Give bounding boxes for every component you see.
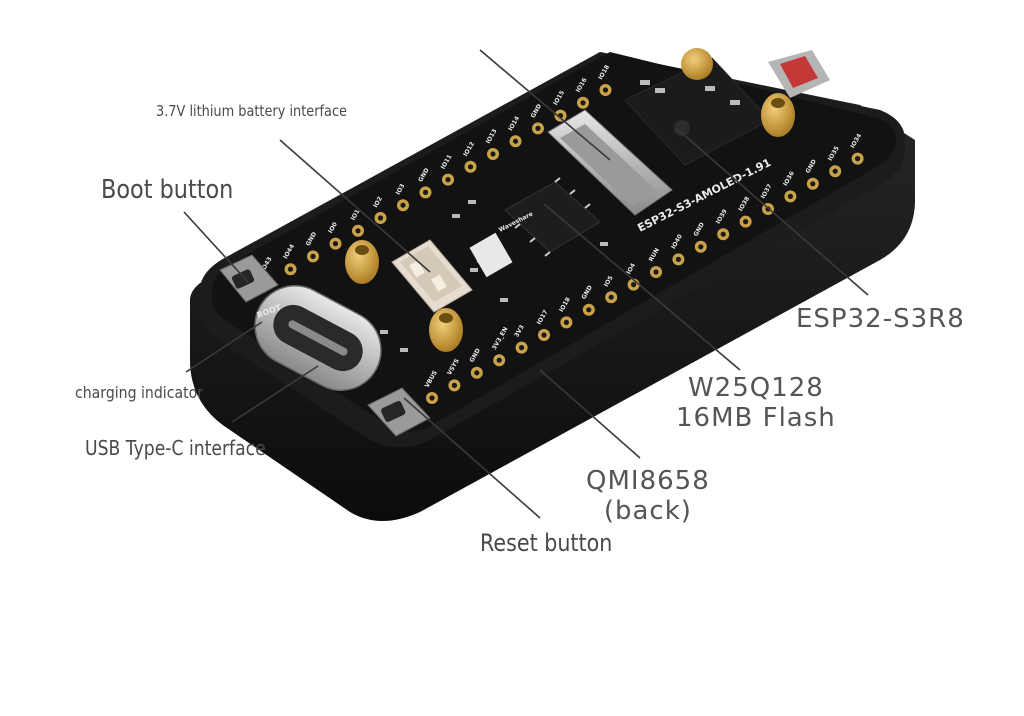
svg-text:W: W — [475, 253, 493, 272]
bottom-header-pad-hole — [519, 345, 525, 351]
bottom-header-pad-hole — [787, 193, 794, 199]
top-header-pad-hole — [400, 202, 406, 208]
charging-indicator-label: charging indicator — [75, 383, 203, 402]
bottom-pin-header — [426, 152, 864, 404]
top-header-pad-hole — [467, 164, 474, 170]
bottom-header-pad-hole — [429, 395, 435, 401]
reset-button-switch — [367, 387, 431, 437]
top-header-pad-hole — [445, 177, 451, 183]
battery-interface-label: 3.7V lithium battery interface — [156, 102, 347, 120]
waveshare-logo: W — [469, 232, 513, 278]
top-header-pad-hole — [377, 215, 384, 221]
leader-line-flash — [543, 203, 741, 371]
top-header-pin-label: IO1 — [350, 208, 362, 221]
bottom-header-pad-hole — [653, 269, 659, 275]
bottom-header-pad-hole — [451, 382, 457, 388]
bottom-header-pad-hole — [810, 181, 816, 187]
bottom-header-pad-hole — [608, 294, 614, 300]
leader-line-qmi — [539, 369, 641, 459]
bottom-header-pad-hole — [631, 282, 637, 288]
bottom-header-pad-hole — [720, 231, 726, 237]
espressif-logo-icon — [674, 120, 690, 136]
top-header-pad-hole — [535, 125, 541, 131]
top-header-pad-hole — [602, 87, 609, 93]
top-header-pad-hole — [422, 189, 429, 195]
top-header-pad-hole — [332, 241, 339, 247]
usb-c-port — [254, 285, 382, 391]
bottom-header-pad-hole — [855, 156, 861, 162]
top-header-pad-hole — [310, 253, 316, 259]
brass-standoffs — [345, 48, 795, 352]
bottom-header-pad-hole — [563, 319, 570, 325]
qmi8658-label: QMI8658 (back) — [586, 466, 710, 527]
flash-chip — [504, 177, 601, 257]
bottom-header-pad-hole — [474, 370, 480, 376]
flash-label-line2: 16MB Flash — [676, 402, 836, 433]
bottom-header-pad-hole — [832, 168, 838, 174]
top-header-pad-hole — [490, 151, 496, 157]
top-header-pin-label: IO3 — [395, 183, 407, 196]
display-connector — [547, 109, 673, 216]
leader-line-usb — [231, 365, 319, 423]
bottom-header-pad-hole — [743, 219, 749, 225]
bottom-header-pin-label: IO5 — [603, 275, 615, 288]
red-indicator-component — [768, 50, 830, 98]
top-header-pin-label: IO2 — [372, 196, 384, 209]
bottom-header-pin-label: IO4 — [625, 262, 637, 275]
leader-line-display — [479, 49, 611, 161]
top-header-pad-hole — [580, 100, 586, 106]
flash-label-line1: W25Q128 — [687, 373, 824, 403]
boot-button-label: Boot button — [101, 175, 234, 205]
top-header-pin-label: IO0 — [327, 221, 339, 234]
reset-button-label: Reset button — [480, 529, 613, 557]
bottom-header-pad-hole — [675, 256, 682, 262]
flash-label: W25Q128 16MB Flash — [676, 373, 836, 434]
leader-line-boot — [183, 211, 249, 283]
leader-lines — [183, 49, 869, 519]
usb-type-c-label: USB Type-C interface — [85, 436, 266, 460]
bottom-header-pad-hole — [698, 244, 704, 250]
top-header-pad-hole — [287, 266, 294, 272]
leader-line-charging — [185, 321, 263, 373]
leader-line-battery — [279, 139, 431, 273]
top-header-pad-hole — [355, 228, 361, 234]
passive-components — [380, 80, 740, 352]
leader-line-esp — [675, 127, 869, 296]
qmi-label-line2: (back) — [603, 495, 692, 526]
bottom-header-pad-hole — [586, 307, 592, 313]
bottom-header-pad-hole — [541, 332, 547, 338]
qmi-label-line1: QMI8658 — [586, 466, 710, 496]
top-pin-header — [262, 84, 612, 288]
bottom-header-pad-hole — [496, 357, 502, 363]
leader-line-reset — [403, 397, 541, 519]
esp32-s3r8-label: ESP32-S3R8 — [796, 304, 965, 334]
top-header-pad-hole — [512, 138, 519, 144]
